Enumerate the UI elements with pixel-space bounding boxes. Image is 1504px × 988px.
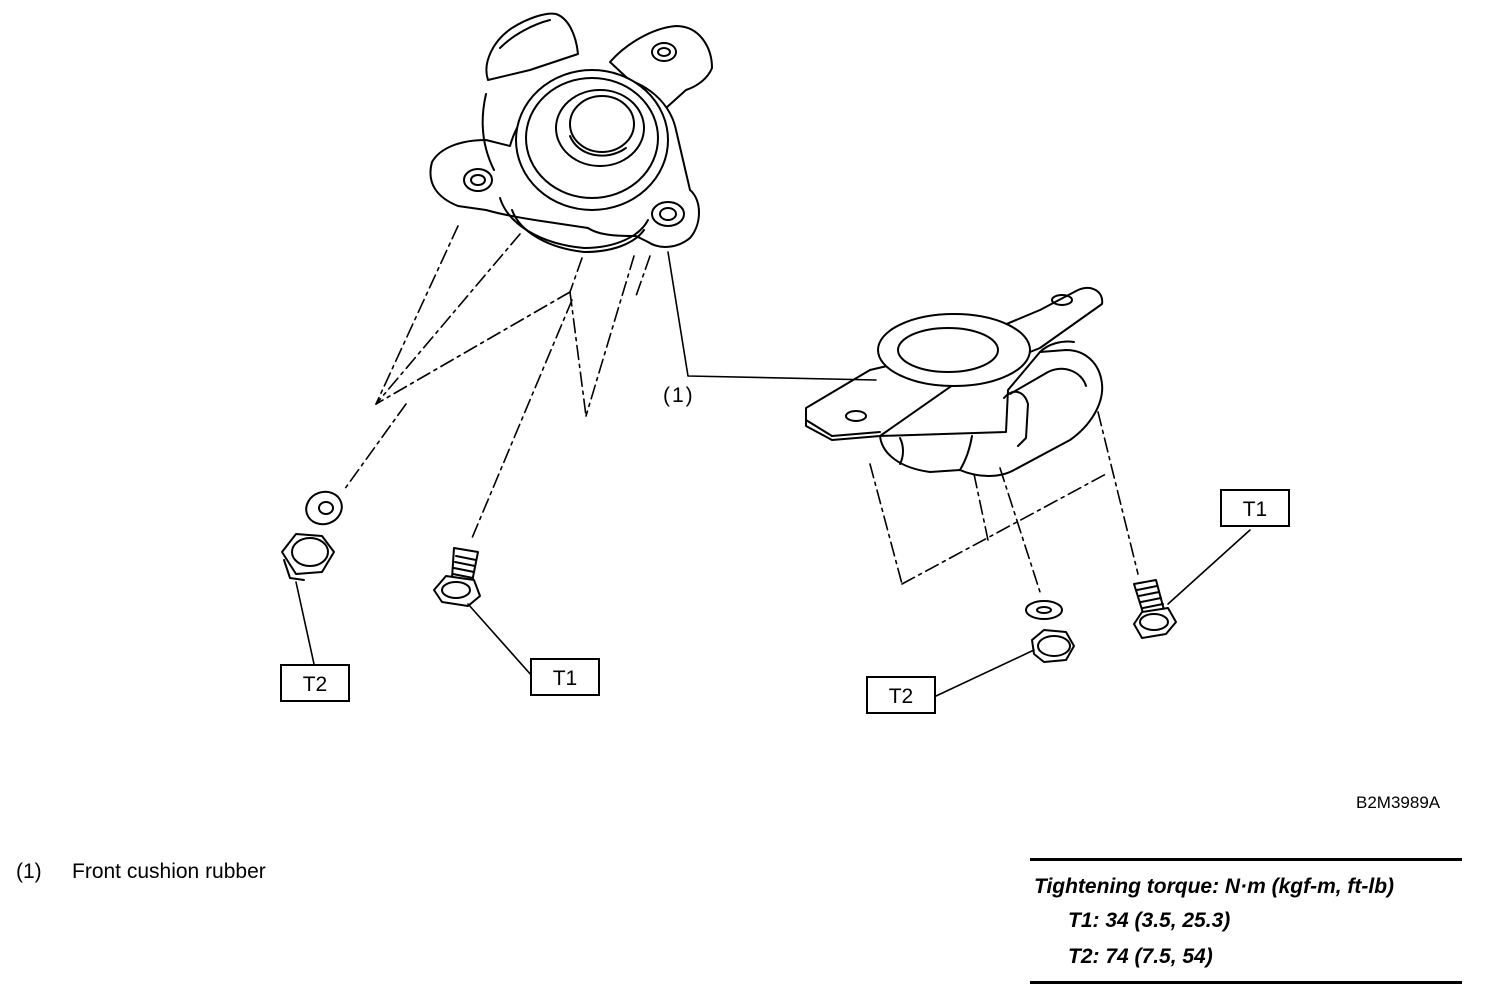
leader-lines [295, 251, 1251, 697]
label-t2-right: T2 [866, 676, 936, 714]
legend-text: Front cushion rubber [72, 860, 266, 883]
left-flange-nut [281, 533, 335, 581]
left-washer [305, 490, 343, 526]
upper-cushion-rubber [429, 12, 713, 253]
figure-code: B2M3989A [1356, 793, 1441, 812]
lower-cushion-rubber [805, 286, 1104, 477]
right-bolt [1133, 579, 1177, 639]
torque-spec-box: Tightening torque: N·m (kgf-m, ft-lb) T1… [1030, 858, 1462, 984]
legend: (1) Front cushion rubber [16, 860, 266, 884]
label-t1-right: T1 [1220, 489, 1290, 527]
torque-heading: Tightening torque: N·m (kgf-m, ft-lb) [1034, 875, 1395, 898]
torque-t1: T1: 34 (3.5, 25.3) [1068, 909, 1231, 932]
legend-number: (1) [16, 860, 42, 883]
left-bolt [433, 547, 481, 607]
label-t2-left: T2 [280, 664, 350, 702]
right-washer [1025, 600, 1063, 620]
upper-guide-lines [343, 225, 651, 539]
right-flange-nut [1031, 629, 1075, 663]
lower-guide-lines [869, 411, 1139, 593]
torque-t2: T2: 74 (7.5, 54) [1068, 945, 1213, 968]
label-t1-left: T1 [530, 658, 600, 696]
part-callout-1: (1) [663, 384, 695, 407]
